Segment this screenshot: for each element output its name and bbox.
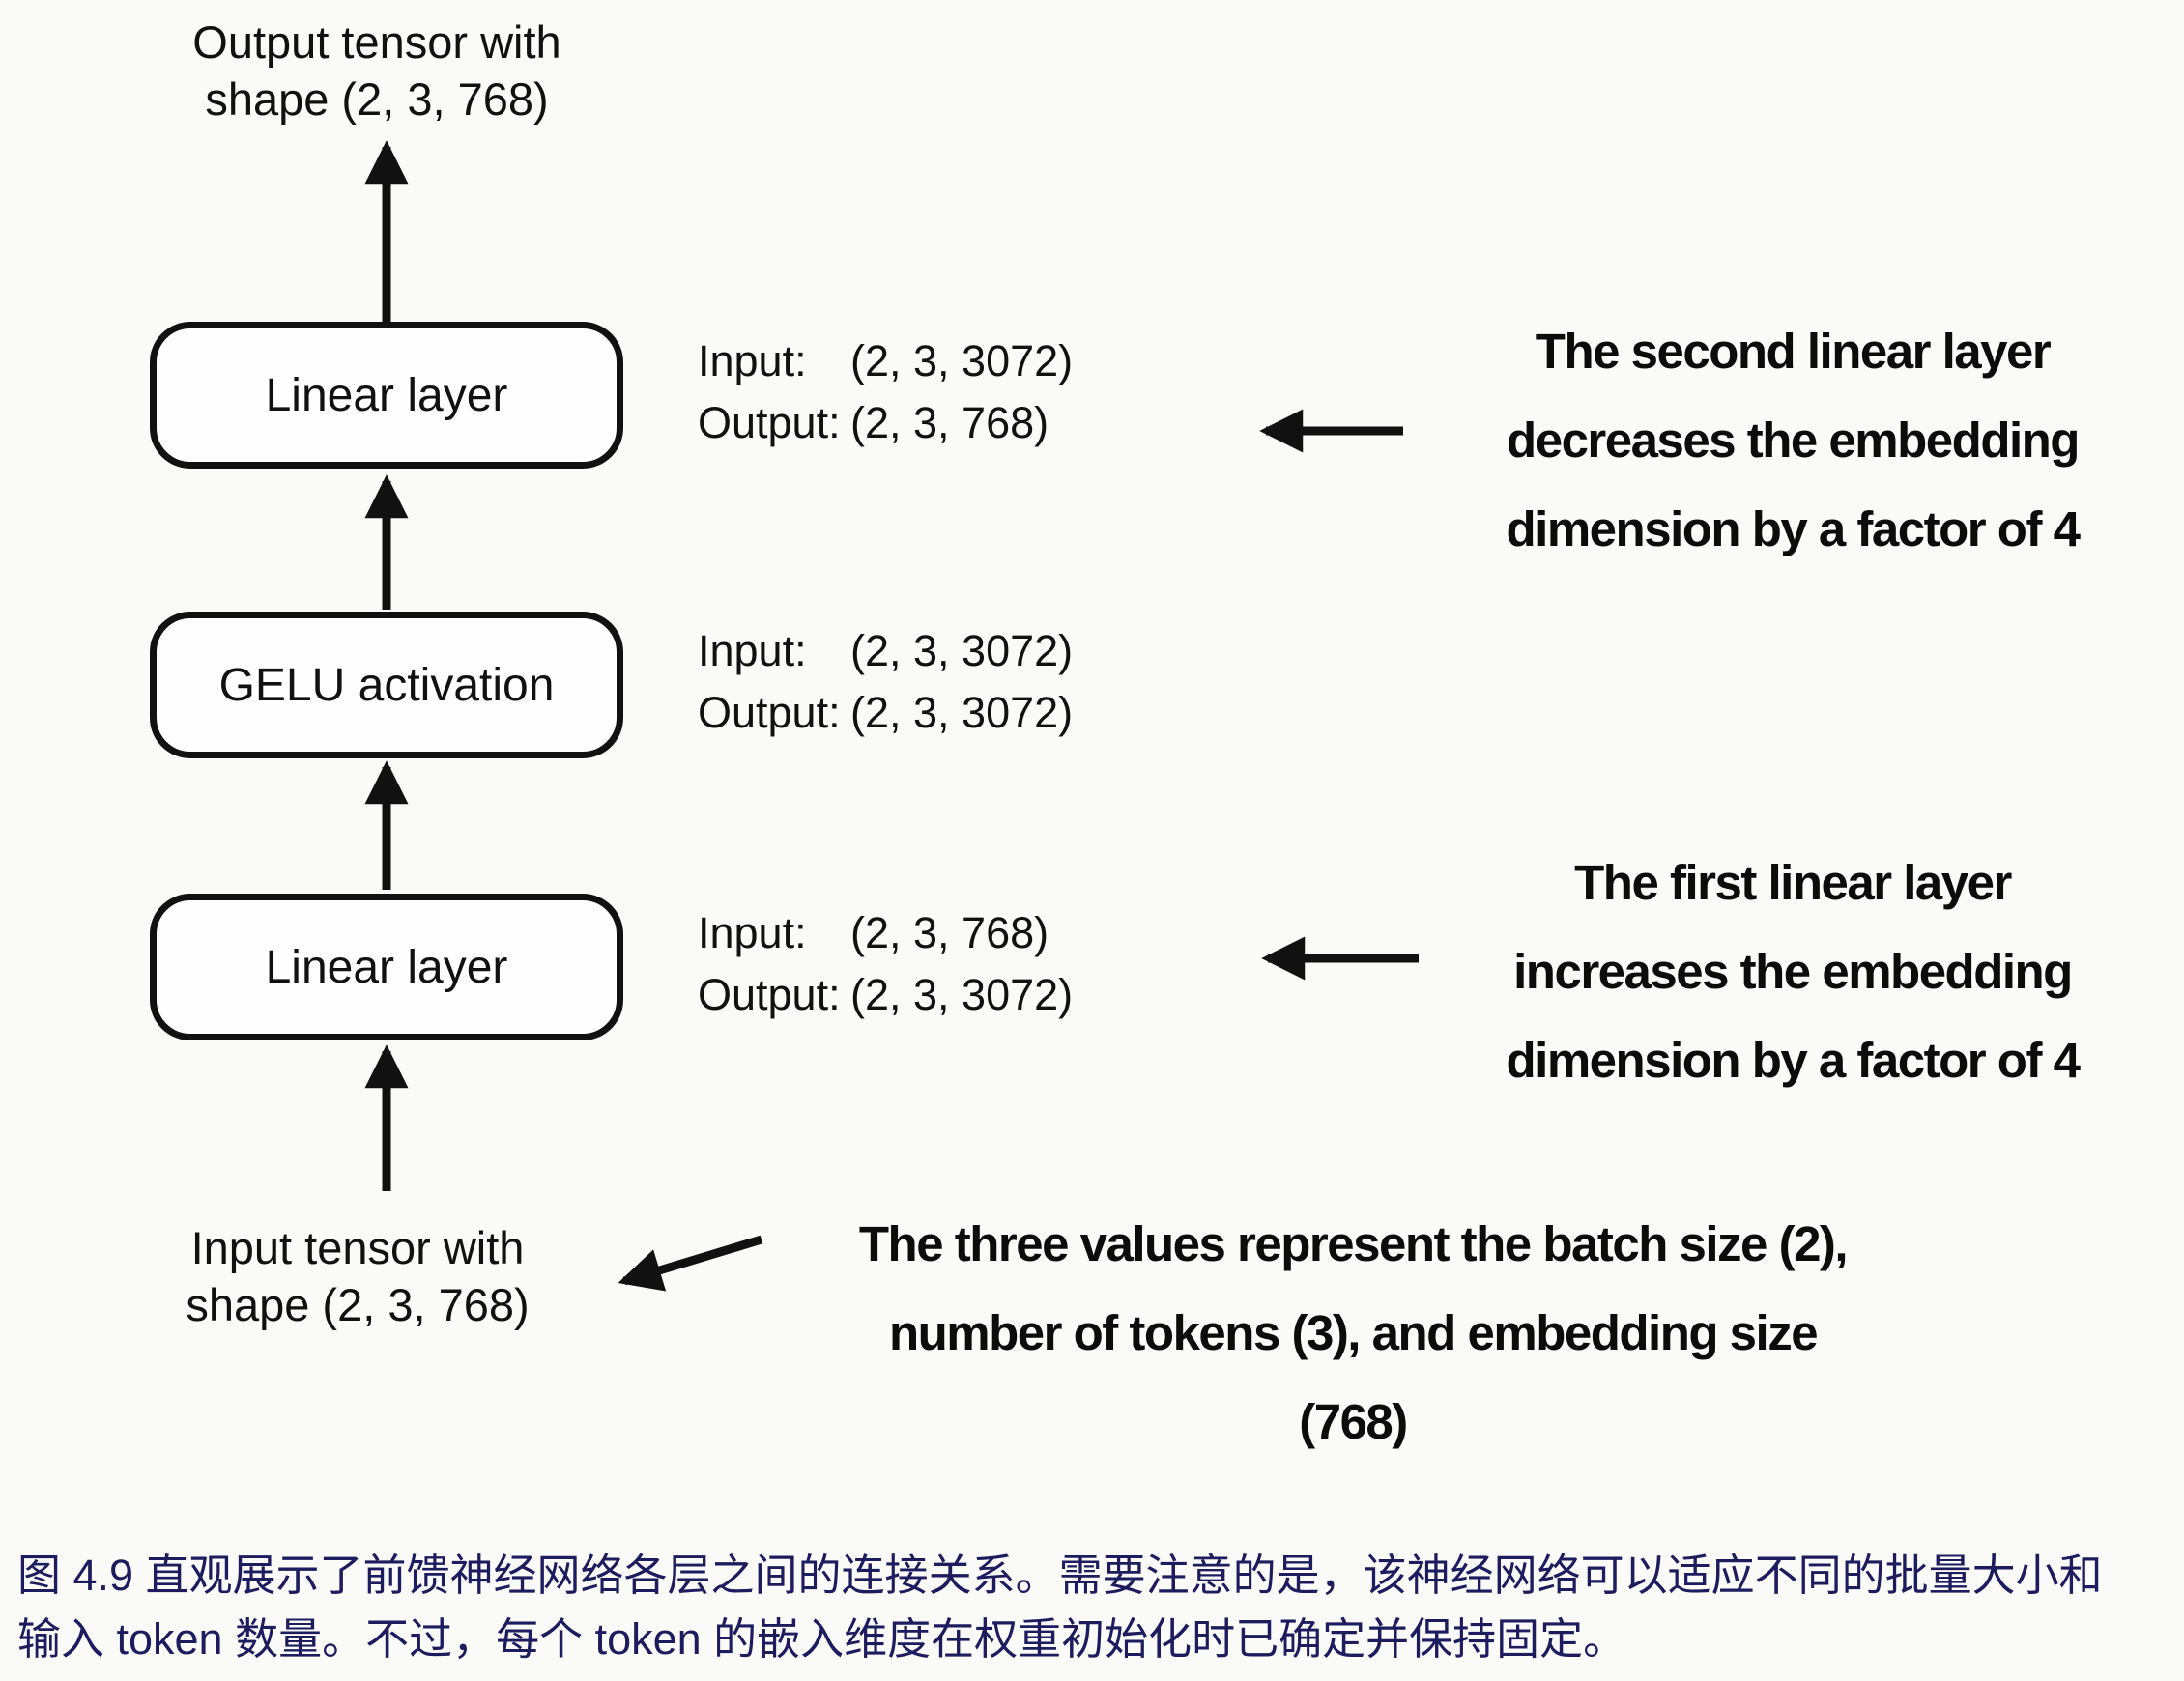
io-output-value: (2, 3, 3072) xyxy=(850,970,1074,1019)
io-output-value: (2, 3, 3072) xyxy=(850,688,1074,737)
io-input-label: Input: xyxy=(698,336,807,385)
node-box-label: GELU activation xyxy=(218,659,555,711)
io-input-label: Input: xyxy=(698,626,807,675)
annotation-line: number of tokens (3), and embedding size xyxy=(888,1305,1819,1360)
annotation-line: The second linear layer xyxy=(1535,324,2052,379)
io-input-value: (2, 3, 3072) xyxy=(850,626,1074,675)
io-input-value: (2, 3, 3072) xyxy=(850,336,1074,385)
input-tensor-label-line1: Input tensor with xyxy=(190,1222,525,1273)
output-tensor-label: Output tensor with shape (2, 3, 768) xyxy=(58,14,696,128)
annotation-line: The three values represent the batch siz… xyxy=(858,1216,1849,1271)
io-input-row: Input: (2, 3, 3072) xyxy=(698,620,1073,682)
annotation-line: dimension by a factor of 4 xyxy=(1506,501,2081,556)
io-output-row: Output:(2, 3, 3072) xyxy=(698,682,1073,744)
input-tensor-label-line2: shape (2, 3, 768) xyxy=(186,1279,530,1330)
input-tensor-label: Input tensor with shape (2, 3, 768) xyxy=(145,1219,570,1333)
io-input-value: (2, 3, 768) xyxy=(850,908,1049,957)
annotation-second-linear-layer: The second linear layer decreases the em… xyxy=(1445,307,2141,574)
annotation-line: dimension by a factor of 4 xyxy=(1506,1033,2081,1088)
node-box-label: Linear layer xyxy=(265,941,508,993)
io-input-row: Input: (2, 3, 768) xyxy=(698,902,1073,964)
arrow-diagonal-to-input-tensor xyxy=(618,1235,763,1292)
annotation-line: increases the embedding xyxy=(1513,944,2073,999)
io-output-row: Output:(2, 3, 3072) xyxy=(698,964,1073,1026)
output-tensor-label-line1: Output tensor with xyxy=(192,16,561,68)
io-input-row: Input: (2, 3, 3072) xyxy=(698,330,1073,392)
annotation-first-linear-layer: The first linear layer increases the emb… xyxy=(1445,839,2141,1105)
node-box-label: Linear layer xyxy=(265,369,508,421)
io-shapes-gelu: Input: (2, 3, 3072) Output:(2, 3, 3072) xyxy=(698,620,1073,744)
annotation-line: (768) xyxy=(1299,1394,1408,1449)
io-shapes-first-linear: Input: (2, 3, 768) Output:(2, 3, 3072) xyxy=(698,902,1073,1026)
figure-caption-line1: 图 4.9 直观展示了前馈神经网络各层之间的连接关系。需要注意的是，该神经网络可… xyxy=(17,1551,2103,1600)
io-output-label: Output: xyxy=(698,970,841,1019)
figure-caption: 图 4.9 直观展示了前馈神经网络各层之间的连接关系。需要注意的是，该神经网络可… xyxy=(17,1544,2172,1671)
io-output-label: Output: xyxy=(698,688,841,737)
io-output-row: Output:(2, 3, 768) xyxy=(698,392,1073,454)
io-input-label: Input: xyxy=(698,908,807,957)
io-output-label: Output: xyxy=(698,398,841,447)
node-box-second-linear-layer: Linear layer xyxy=(150,322,623,469)
annotation-three-values: The three values represent the batch siz… xyxy=(744,1200,1962,1467)
arrow-layer xyxy=(364,140,1419,1292)
output-tensor-label-line2: shape (2, 3, 768) xyxy=(205,73,549,125)
figure-caption-line2: 输入 token 数量。不过，每个 token 的嵌入维度在权重初始化时已确定并… xyxy=(17,1614,1627,1664)
io-shapes-second-linear: Input: (2, 3, 3072) Output:(2, 3, 768) xyxy=(698,330,1073,454)
annotation-line: decreases the embedding xyxy=(1507,413,2080,468)
node-box-first-linear-layer: Linear layer xyxy=(150,894,623,1040)
node-box-gelu-activation: GELU activation xyxy=(150,612,623,758)
annotation-line: The first linear layer xyxy=(1574,855,2012,910)
io-output-value: (2, 3, 768) xyxy=(850,398,1049,447)
